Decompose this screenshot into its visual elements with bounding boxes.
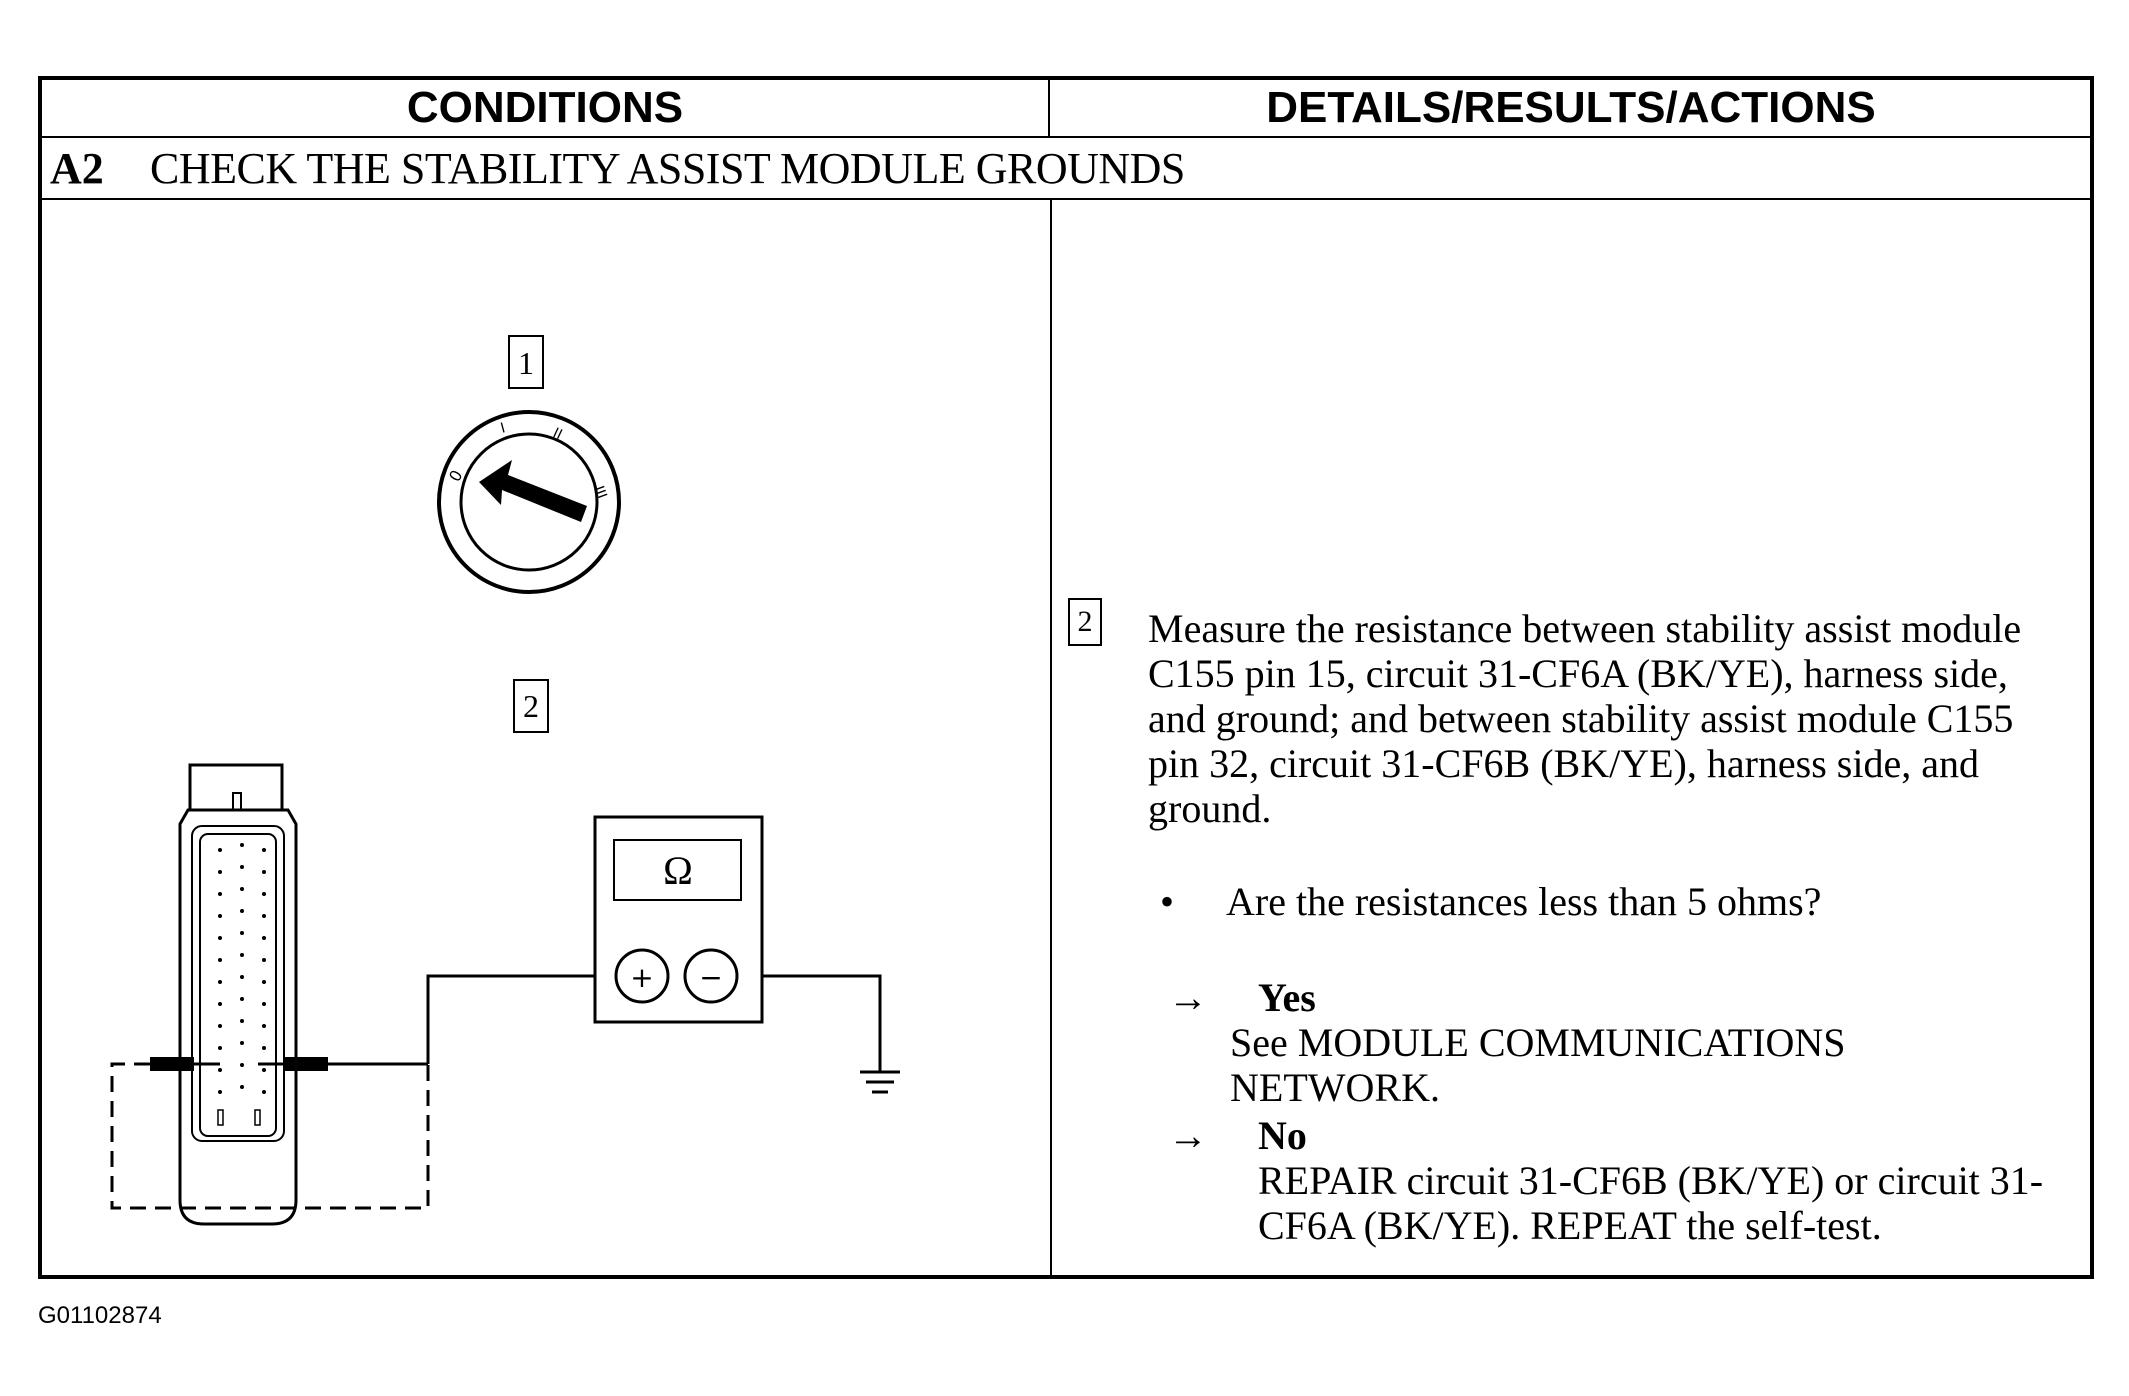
measurement-instruction: Measure the resistance between stability… xyxy=(1148,606,2022,831)
step-title-row: A2 CHECK THE STABILITY ASSIST MODULE GRO… xyxy=(50,138,1185,198)
figure-id: G01102874 xyxy=(38,1302,162,1329)
connector-c155-icon xyxy=(178,763,298,1226)
step2-label-diagram: 2 xyxy=(523,688,539,724)
step-code: A2 xyxy=(50,143,104,193)
yes-outcome: → Yes See MODULE COMMUNICATIONS NETWORK. xyxy=(1168,975,2068,1110)
ignition-mark-3: III xyxy=(590,484,609,501)
ignition-mark-1: I xyxy=(499,420,507,437)
conditions-header: CONDITIONS xyxy=(406,83,684,132)
body-column-divider xyxy=(1050,200,1052,1279)
yes-arrow-icon: → xyxy=(1168,975,1208,1020)
header-divider xyxy=(42,136,2090,138)
no-action: REPAIR circuit 31-CF6B (BK/YE) or circui… xyxy=(1258,1158,2044,1248)
test-probes-icon xyxy=(110,1057,430,1210)
step-title: CHECK THE STABILITY ASSIST MODULE GROUND… xyxy=(150,143,1185,193)
meter-lead-positive xyxy=(426,974,602,1064)
step1-box: 1 xyxy=(508,335,544,389)
ignition-switch-icon: 0 I II III xyxy=(437,410,621,594)
yes-action: See MODULE COMMUNICATIONS NETWORK. xyxy=(1230,1020,1846,1110)
title-divider xyxy=(42,198,2090,200)
diagnostic-table: CONDITIONS DETAILS/RESULTS/ACTIONS A2 CH… xyxy=(38,76,2094,1279)
meter-plus: + xyxy=(630,961,653,994)
no-arrow-icon: → xyxy=(1168,1113,1208,1158)
bullet: • xyxy=(1160,879,1175,924)
ignition-arrow-icon xyxy=(479,460,587,522)
yes-label: Yes xyxy=(1258,975,1316,1020)
no-label: No xyxy=(1258,1113,1307,1158)
meter-lead-negative xyxy=(722,974,882,1072)
conditions-diagram: 1 0 I II III 2 xyxy=(110,335,900,1226)
step2-box-details: 2 xyxy=(1068,598,1102,646)
step2-box-diagram: 2 xyxy=(513,679,549,733)
question-text: Are the resistances less than 5 ohms? xyxy=(1226,879,1822,924)
details-header: DETAILS/RESULTS/ACTIONS xyxy=(1266,83,1876,132)
column-divider xyxy=(1048,80,1050,138)
ground-icon xyxy=(860,1070,900,1094)
ohmmeter-icon: Ω + − xyxy=(593,815,764,1024)
step1-label: 1 xyxy=(518,345,534,381)
step2-label-details: 2 xyxy=(1077,605,1093,638)
meter-symbol: Ω xyxy=(663,848,693,893)
question-row: • Are the resistances less than 5 ohms? xyxy=(1160,878,1821,925)
meter-minus: − xyxy=(699,961,722,994)
no-outcome: → No REPAIR circuit 31-CF6B (BK/YE) or c… xyxy=(1168,1113,2088,1248)
